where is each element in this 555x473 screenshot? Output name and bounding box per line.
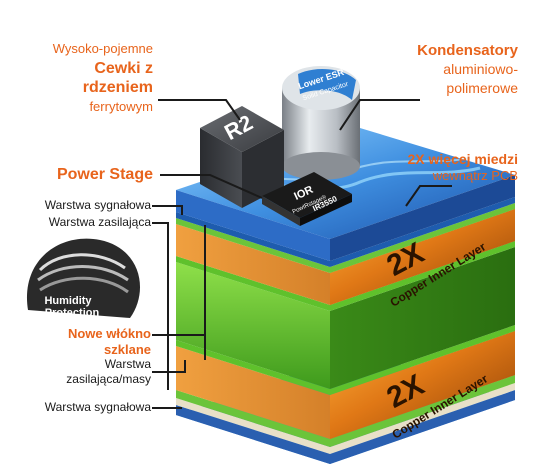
chip-front [262, 196, 300, 226]
coils-label-1: Wysoko-pojemne [52, 41, 153, 56]
top-side-edge [330, 175, 515, 261]
glass-fiber-label-2: szklane [104, 342, 151, 357]
power-layer-top-label: Warstwa zasilająca [48, 215, 151, 229]
core-side [330, 247, 515, 389]
coil-right-face [242, 130, 284, 208]
power-ground-label-1: Warstwa [104, 357, 151, 371]
leader-lines [152, 99, 452, 409]
lower-copper-front [176, 331, 515, 439]
lower-copper-side [330, 331, 515, 439]
humidity-protection-badge: Humidity Protection [26, 238, 141, 319]
badge-fiber-3 [39, 276, 129, 294]
chip-side [300, 194, 352, 226]
coils-label-2: Cewki z [94, 60, 153, 77]
badge-fiber-2 [37, 265, 129, 282]
leader-power-layer [152, 222, 169, 390]
top-front-edge [176, 190, 330, 261]
capacitor: Lower ESR Solid Capacitor [282, 66, 360, 180]
coil-top-face [200, 106, 284, 152]
green-core [176, 247, 515, 389]
glass-fiber-label-1: Nowe włókno [67, 326, 151, 341]
coils-label-3: rdzeniem [82, 79, 153, 96]
badge-fiber-1 [38, 253, 126, 272]
copper-label-1: 2X więcej miedzi [407, 151, 519, 167]
upper-copper-front [176, 209, 515, 305]
signal-layer-bottom-label: Warstwa sygnałowa [44, 400, 151, 414]
leader-coils [158, 99, 241, 121]
ferrite-coil: R2 [200, 106, 284, 208]
top-surface [176, 128, 515, 239]
coil-left-face [200, 128, 242, 208]
power-stage-label: Power Stage [56, 166, 153, 183]
copper-label-2: wewnątrz PCB [432, 168, 518, 183]
leader-capacitors [339, 99, 420, 131]
power-ground-label-2: zasilająca/masy [66, 372, 151, 386]
signal-layer-top-label: Warstwa sygnałowa [44, 198, 151, 212]
badge-line-1: Humidity [44, 295, 92, 307]
core-front [176, 262, 330, 389]
leader-power-stage [160, 174, 263, 199]
capacitor-bottom [282, 152, 360, 180]
bottom-blue-edge [176, 390, 515, 464]
power-stage-chip: IOR PowIRstage® IR3550 [262, 172, 352, 226]
leader-copper [405, 185, 452, 207]
badge-line-2: Protection [45, 307, 100, 319]
lower-pcb-module [176, 325, 515, 464]
chip-top [262, 172, 352, 218]
leader-signal-top [152, 205, 183, 215]
coils-label-4: ferrytowym [89, 99, 153, 114]
capacitors-label-3: polimerowe [446, 80, 518, 96]
upper-copper-side [330, 209, 515, 305]
leader-power-ground [152, 360, 186, 373]
capacitors-label-1: Kondensatory [417, 42, 518, 59]
capacitor-blue-stripe [298, 69, 356, 100]
capacitors-label-2: aluminiowo- [443, 61, 518, 77]
upper-pcb-module [176, 128, 515, 311]
